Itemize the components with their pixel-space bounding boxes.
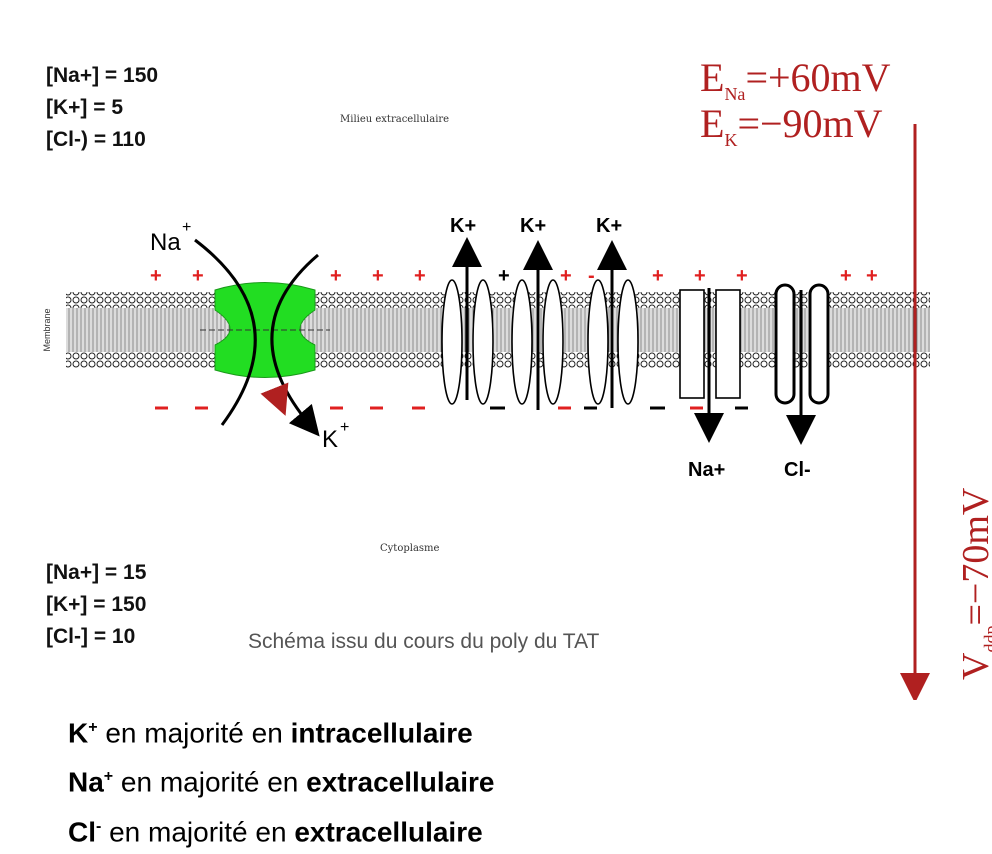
intracellular-k-concentration: [K+] = 150 — [46, 593, 147, 616]
pump-k-label: K — [322, 426, 338, 453]
extracellular-k-concentration: [K+] = 5 — [46, 96, 124, 119]
na-channel-label: Na+ — [688, 459, 725, 481]
k-channels — [441, 279, 639, 405]
svg-text:+: + — [560, 265, 572, 287]
extracellular-na-concentration: [Na+] = 150 — [46, 64, 159, 87]
svg-text:+: + — [694, 265, 706, 287]
svg-text:+: + — [150, 265, 162, 287]
e-k-potential: EK=−90mV — [700, 101, 883, 151]
extracellular-cl-concentration: [Cl-) = 110 — [46, 128, 146, 151]
svg-text:+: + — [736, 265, 748, 287]
svg-text:+: + — [866, 265, 878, 287]
svg-text:-: - — [588, 265, 595, 287]
ion-summary: K+ en majorité en intracellulaire Na+ en… — [68, 706, 494, 854]
svg-text:+: + — [840, 265, 852, 287]
membrane-label: Membrane — [42, 308, 52, 351]
svg-text:+: + — [330, 265, 342, 287]
summary-line-cl: Cl- en majorité en extracellulaire — [68, 815, 483, 847]
svg-text:+: + — [414, 265, 426, 287]
k-channel-label-1: K+ — [450, 215, 476, 237]
e-na-potential: ENa=+60mV — [700, 55, 891, 105]
pump-na-label: Na — [150, 229, 181, 256]
cytoplasm-label: Cytoplasme — [380, 543, 440, 554]
cl-channel-label: Cl- — [784, 459, 811, 481]
figure-caption: Schéma issu du cours du poly du TAT — [248, 630, 600, 653]
cl-channel — [774, 283, 830, 445]
svg-text:+: + — [372, 265, 384, 287]
svg-text:+: + — [498, 265, 510, 287]
k-channel-arrows — [452, 237, 627, 410]
membrane-diagram: Membrane Na + K + ++ +++ + +- +++ ++ — [42, 124, 930, 700]
k-pump-arrow — [270, 253, 320, 437]
pump-k-charge: + — [340, 419, 349, 436]
summary-line-na: Na+ en majorité en extracellulaire — [68, 766, 495, 798]
summary-line-k: K+ en majorité en intracellulaire — [68, 717, 473, 749]
na-channel — [679, 288, 741, 443]
extracellular-label: Milieu extracellulaire — [340, 114, 450, 125]
extracellular-concentrations: [Na+] = 150 [K+] = 5 [Cl-) = 110 — [46, 60, 158, 156]
svg-text:+: + — [652, 265, 664, 287]
k-channel-label-3: K+ — [596, 215, 622, 237]
na-k-pump — [194, 238, 330, 437]
intracellular-concentrations: [Na+] = 15 [K+] = 150 [Cl-] = 10 — [46, 557, 146, 653]
svg-text:+: + — [192, 265, 204, 287]
k-channel-label-2: K+ — [520, 215, 546, 237]
intracellular-cl-concentration: [Cl-] = 10 — [46, 625, 136, 648]
pump-na-charge: + — [182, 219, 191, 236]
extracellular-charges: ++ +++ + +- +++ ++ — [150, 265, 878, 287]
na-pump-arrow — [194, 238, 257, 426]
atp-arrow — [260, 382, 289, 416]
intracellular-na-concentration: [Na+] = 15 — [46, 561, 147, 584]
